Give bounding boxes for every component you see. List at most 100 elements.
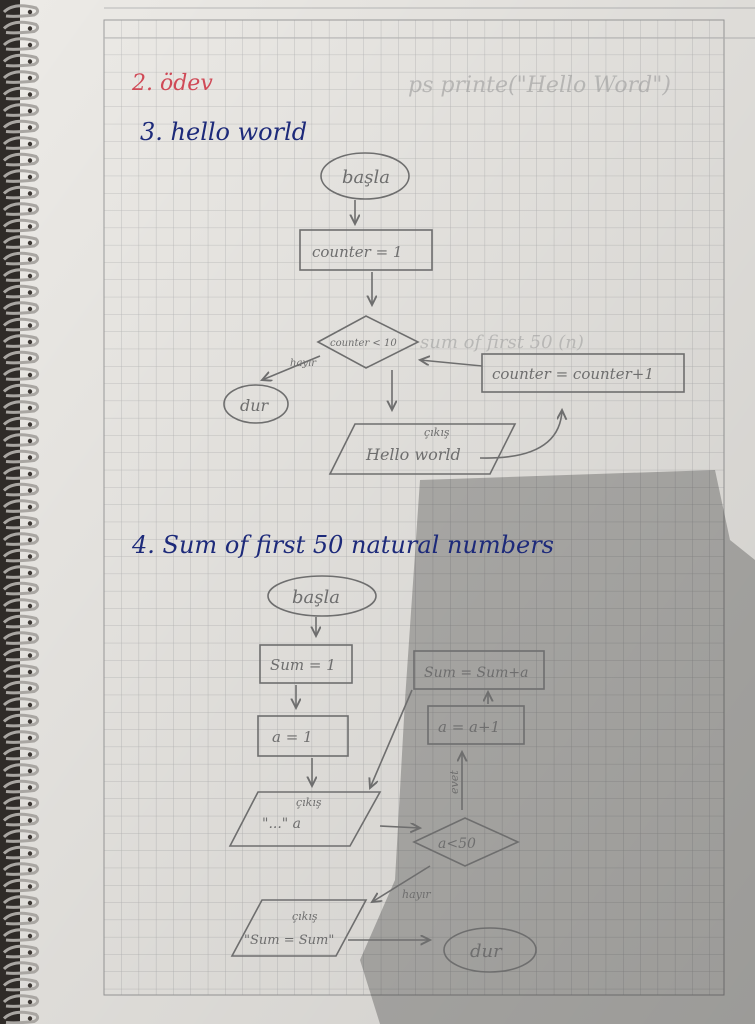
punch-hole [27, 224, 33, 229]
punch-hole [27, 92, 33, 97]
punch-hole [27, 636, 33, 642]
flow1-output-text: Hello world [365, 445, 461, 464]
flow1-faded-note: sum of first 50 (n) [420, 332, 584, 353]
punch-hole [27, 554, 33, 559]
spiral-coil [2, 400, 40, 414]
spiral-coil [2, 977, 40, 992]
punch-hole [27, 587, 33, 592]
flow1-stop-terminal [223, 384, 289, 424]
spiral-coil [2, 911, 40, 926]
spiral-coil [2, 862, 40, 876]
spiral-coil [2, 103, 40, 117]
faded-header-text: ps printe("Hello Word") [408, 73, 671, 98]
flow2-stop-terminal [443, 927, 537, 973]
punch-hole [27, 917, 33, 922]
punch-hole [27, 125, 33, 130]
spiral-coil [2, 713, 40, 728]
punch-hole [27, 867, 33, 873]
flow1-start-label: başla [342, 167, 390, 188]
spiral-coil [2, 482, 40, 497]
spiral-coil [2, 994, 40, 1008]
spiral-coil [2, 433, 40, 447]
spiral-coil [2, 284, 40, 299]
punch-hole [27, 323, 33, 328]
spiral-coil [2, 944, 40, 959]
spiral-coil [2, 1010, 40, 1024]
flow2-init-sum-process [259, 644, 353, 684]
spiral-coil [2, 631, 40, 645]
punch-hole [27, 438, 33, 444]
spiral-coil [2, 532, 40, 546]
spiral-coil [2, 779, 40, 794]
punch-hole [27, 158, 33, 163]
flow2-add-sum-process [413, 650, 545, 690]
spiral-coil [2, 301, 40, 315]
flow1-condition-label: counter < 10 [330, 338, 397, 349]
punch-hole [27, 389, 33, 394]
assignment-heading: 2. ödev [131, 71, 213, 96]
spiral-coil [2, 251, 40, 266]
spiral-coil [2, 367, 40, 381]
flow2-final-output-label: çıkış [292, 910, 318, 923]
punch-hole [27, 108, 33, 114]
punch-hole [27, 686, 33, 691]
flow1-init-label: counter = 1 [312, 243, 402, 261]
punch-hole [27, 653, 33, 658]
punch-hole [27, 339, 33, 345]
punch-hole [27, 834, 33, 840]
spiral-coil [2, 202, 40, 216]
spiral-coil [2, 317, 40, 332]
spiral-coil [2, 86, 40, 101]
spiral-coil [2, 20, 40, 35]
flow1-no-label: hayır [290, 358, 317, 369]
flow2-condition-label: a<50 [438, 836, 476, 852]
spiral-coil [2, 829, 40, 843]
flow2-output-text: "..." a [262, 816, 301, 832]
punch-hole [27, 851, 33, 856]
spiral-coil [2, 730, 40, 744]
spiral-coil [2, 499, 40, 513]
punch-hole [27, 191, 33, 196]
spiral-coil [2, 796, 40, 810]
spiral-coil [2, 169, 40, 183]
punch-hole [27, 570, 33, 576]
spiral-coil [2, 746, 40, 761]
spiral-coil [2, 70, 40, 84]
flow2-inc-a-label: a = a+1 [438, 718, 500, 736]
spiral-binding [0, 0, 40, 1024]
punch-hole [27, 75, 33, 81]
punch-hole [27, 273, 33, 279]
spiral-coil [2, 697, 40, 711]
flow2-title: 4. Sum of first 50 natural numbers [131, 531, 554, 559]
flow2-start-terminal [267, 575, 377, 617]
punch-hole [27, 141, 33, 147]
spiral-coil [2, 565, 40, 579]
flow2-init-a-label: a = 1 [272, 728, 313, 746]
flowchart-sum [228, 575, 545, 973]
punch-hole [27, 9, 33, 15]
spiral-coil [2, 235, 40, 249]
flow2-init-sum-label: Sum = 1 [270, 656, 336, 674]
punch-hole [27, 174, 33, 180]
punch-hole [27, 818, 33, 823]
flow2-final-output-io [230, 899, 368, 957]
flow1-condition-decision [316, 315, 420, 369]
spiral-coil [2, 466, 40, 480]
punch-hole [27, 257, 33, 262]
punch-hole [27, 356, 33, 361]
spiral-coil [2, 218, 40, 233]
punch-hole [27, 207, 33, 213]
punch-hole [27, 950, 33, 955]
spiral-coil [2, 334, 40, 348]
flow2-init-a-process [257, 715, 349, 757]
flow2-stop-label: dur [470, 941, 503, 962]
spiral-coil [2, 878, 40, 893]
punch-hole [27, 59, 33, 64]
spiral-coil [2, 581, 40, 596]
punch-hole [27, 983, 33, 988]
punch-hole [27, 455, 33, 460]
spiral-coil [2, 664, 40, 678]
spiral-coil [2, 152, 40, 167]
punch-hole [27, 702, 33, 708]
